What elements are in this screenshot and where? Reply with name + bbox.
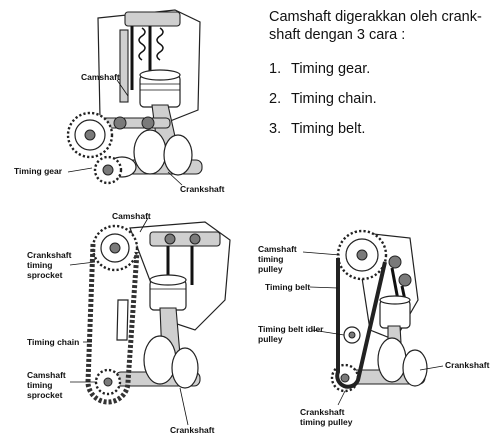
label-timing-belt-idler-pulley: Timing belt idler pulley — [258, 324, 324, 344]
label-crankshaft-chain: Crankshaft — [170, 425, 215, 435]
methods-list: 1.Timing gear. 2.Timing chain. 3.Timing … — [269, 60, 377, 150]
label-timing-chain: Timing chain — [27, 337, 80, 347]
label-crankshaft-timing-sprocket: Crankshaft timing sprocket — [27, 250, 72, 280]
label-crankshaft-belt: Crankshaft — [445, 360, 490, 370]
method-item: 2.Timing chain. — [269, 91, 377, 107]
label-timing-belt: Timing belt — [265, 282, 311, 292]
label-camshaft-gear: Camshaft — [81, 72, 120, 82]
method-item: 1.Timing gear. — [269, 61, 371, 77]
label-timing-gear: Timing gear — [14, 166, 63, 176]
label-camshaft-timing-sprocket: Camshaft timing sprocket — [27, 370, 66, 400]
timing-gear-illustration — [66, 9, 203, 186]
label-camshaft-chain: Camshaft — [112, 211, 151, 221]
method-item: 3.Timing belt. — [269, 121, 366, 137]
label-crankshaft-gear: Crankshaft — [180, 184, 225, 194]
label-camshaft-timing-pulley: Camshaft timing pulley — [258, 244, 297, 274]
timing-chain-illustration — [69, 217, 231, 426]
description-heading: Camshaft digerakkan oleh crank- shaft de… — [269, 9, 482, 43]
label-crankshaft-timing-pulley: Crankshaft timing pulley — [300, 407, 353, 427]
